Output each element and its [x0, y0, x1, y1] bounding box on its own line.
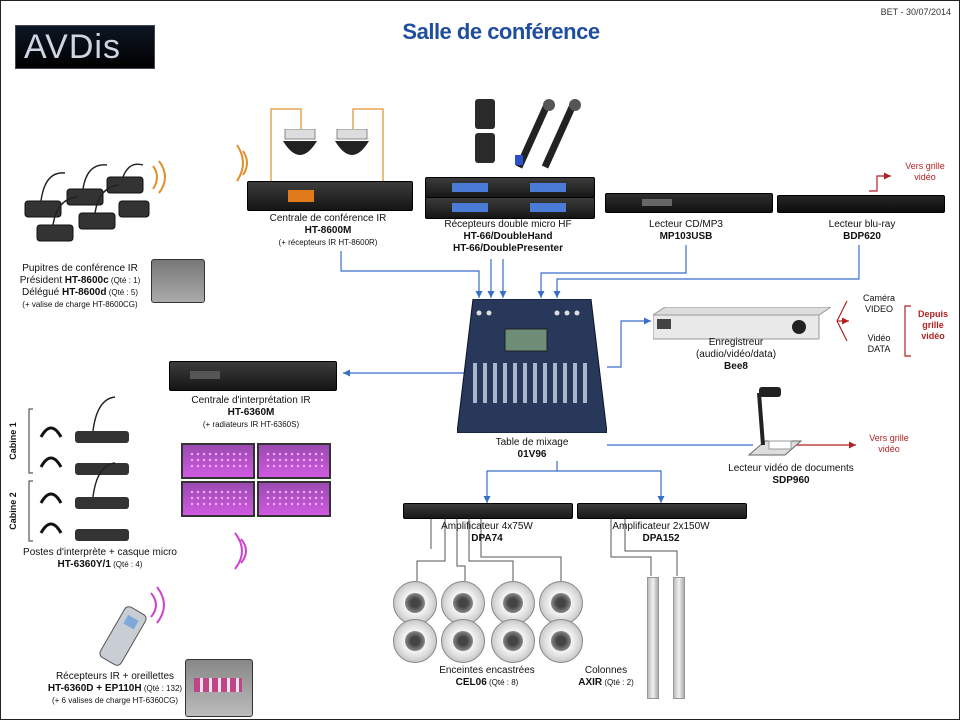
dome-camera — [333, 128, 371, 163]
ceiling-speaker — [491, 581, 535, 625]
ceiling-speaker — [441, 619, 485, 663]
bluray-output-label: Vers grille vidéo — [905, 161, 945, 182]
cd-mp3-player — [605, 193, 773, 213]
recorder-label: Enregistreur (audio/vidéo/data) Bee8 — [695, 337, 777, 372]
recorder-input-camera: Caméra VIDEO — [862, 293, 895, 314]
dome-camera — [281, 128, 319, 163]
ir-radiator-panel — [181, 443, 255, 479]
interpreter-stations-label: Postes d'interprète + casque micro HT-63… — [23, 547, 177, 570]
mixer-label: Table de mixage 01V96 — [495, 437, 569, 460]
interpretation-central-label: Centrale d'interprétation IR HT-6360M (+… — [191, 395, 311, 429]
column-speaker — [647, 577, 659, 699]
amplifier-4x75w — [403, 503, 573, 519]
booth-1-label: Cabine 1 — [8, 422, 18, 460]
ceiling-speaker — [441, 581, 485, 625]
document-camera — [739, 385, 803, 461]
recorder-unit — [651, 306, 833, 341]
handheld-microphone-icon — [509, 99, 589, 169]
amplifier-2x150w-label: Amplificateur 2x150W DPA152 — [612, 521, 710, 544]
document-camera-output-label: Vers grille vidéo — [869, 433, 909, 454]
recorder-source-label: Depuis grille vidéo — [917, 309, 948, 341]
ir-radiator-panel — [257, 481, 331, 517]
logo-text: AVDis — [24, 28, 121, 66]
ceiling-speaker — [539, 619, 583, 663]
ceiling-speakers-label: Enceintes encastrées CEL06 (Qté : 8) — [439, 665, 535, 688]
ir-radiator-panel — [181, 481, 255, 517]
cd-player-label: Lecteur CD/MP3 MP103USB — [649, 219, 723, 242]
conference-central-label: Centrale de conférence IR HT-8600M (+ ré… — [269, 213, 387, 247]
conference-desks-label: Pupitres de conférence IR Président HT-8… — [19, 263, 141, 309]
wireless-mic-label: Récepteurs double micro HF HT-66/DoubleH… — [444, 219, 572, 254]
document-camera-label: Lecteur vidéo de documents SDP960 — [728, 463, 854, 486]
column-speaker — [673, 577, 685, 699]
amplifier-2x150w — [577, 503, 747, 519]
date-stamp: BET - 30/07/2014 — [880, 7, 951, 17]
ceiling-speaker — [393, 619, 437, 663]
conference-desk-units — [21, 161, 151, 253]
interpreter-stations — [35, 389, 135, 545]
wireless-mic-receiver — [425, 197, 595, 219]
page-title: Salle de conférence — [402, 19, 600, 44]
conference-central-unit — [247, 181, 413, 211]
receivers-charging-case — [185, 659, 253, 717]
mixing-console — [456, 298, 608, 434]
interpretation-central-unit — [169, 361, 337, 391]
wireless-mic-receiver — [425, 177, 595, 199]
recorder-input-data: Vidéo DATA — [867, 333, 891, 354]
booth-2-label: Cabine 2 — [8, 492, 18, 530]
ceiling-speaker — [393, 581, 437, 625]
ir-receiver-device — [97, 605, 157, 669]
ir-radiator-panel — [257, 443, 331, 479]
bluray-label: Lecteur blu-ray BDP620 — [828, 219, 896, 242]
avdis-logo: AVDis — [15, 25, 155, 69]
column-speakers-label: Colonnes AXIR (Qté : 2) — [578, 665, 634, 688]
amplifier-4x75w-label: Amplificateur 4x75W DPA74 — [441, 521, 533, 544]
bodypack-transmitter-icon — [469, 97, 501, 167]
ceiling-speaker — [491, 619, 535, 663]
ir-receivers-label: Récepteurs IR + oreillettes HT-6360D + E… — [47, 671, 183, 705]
bluray-player — [777, 195, 945, 213]
charging-case — [151, 259, 205, 303]
